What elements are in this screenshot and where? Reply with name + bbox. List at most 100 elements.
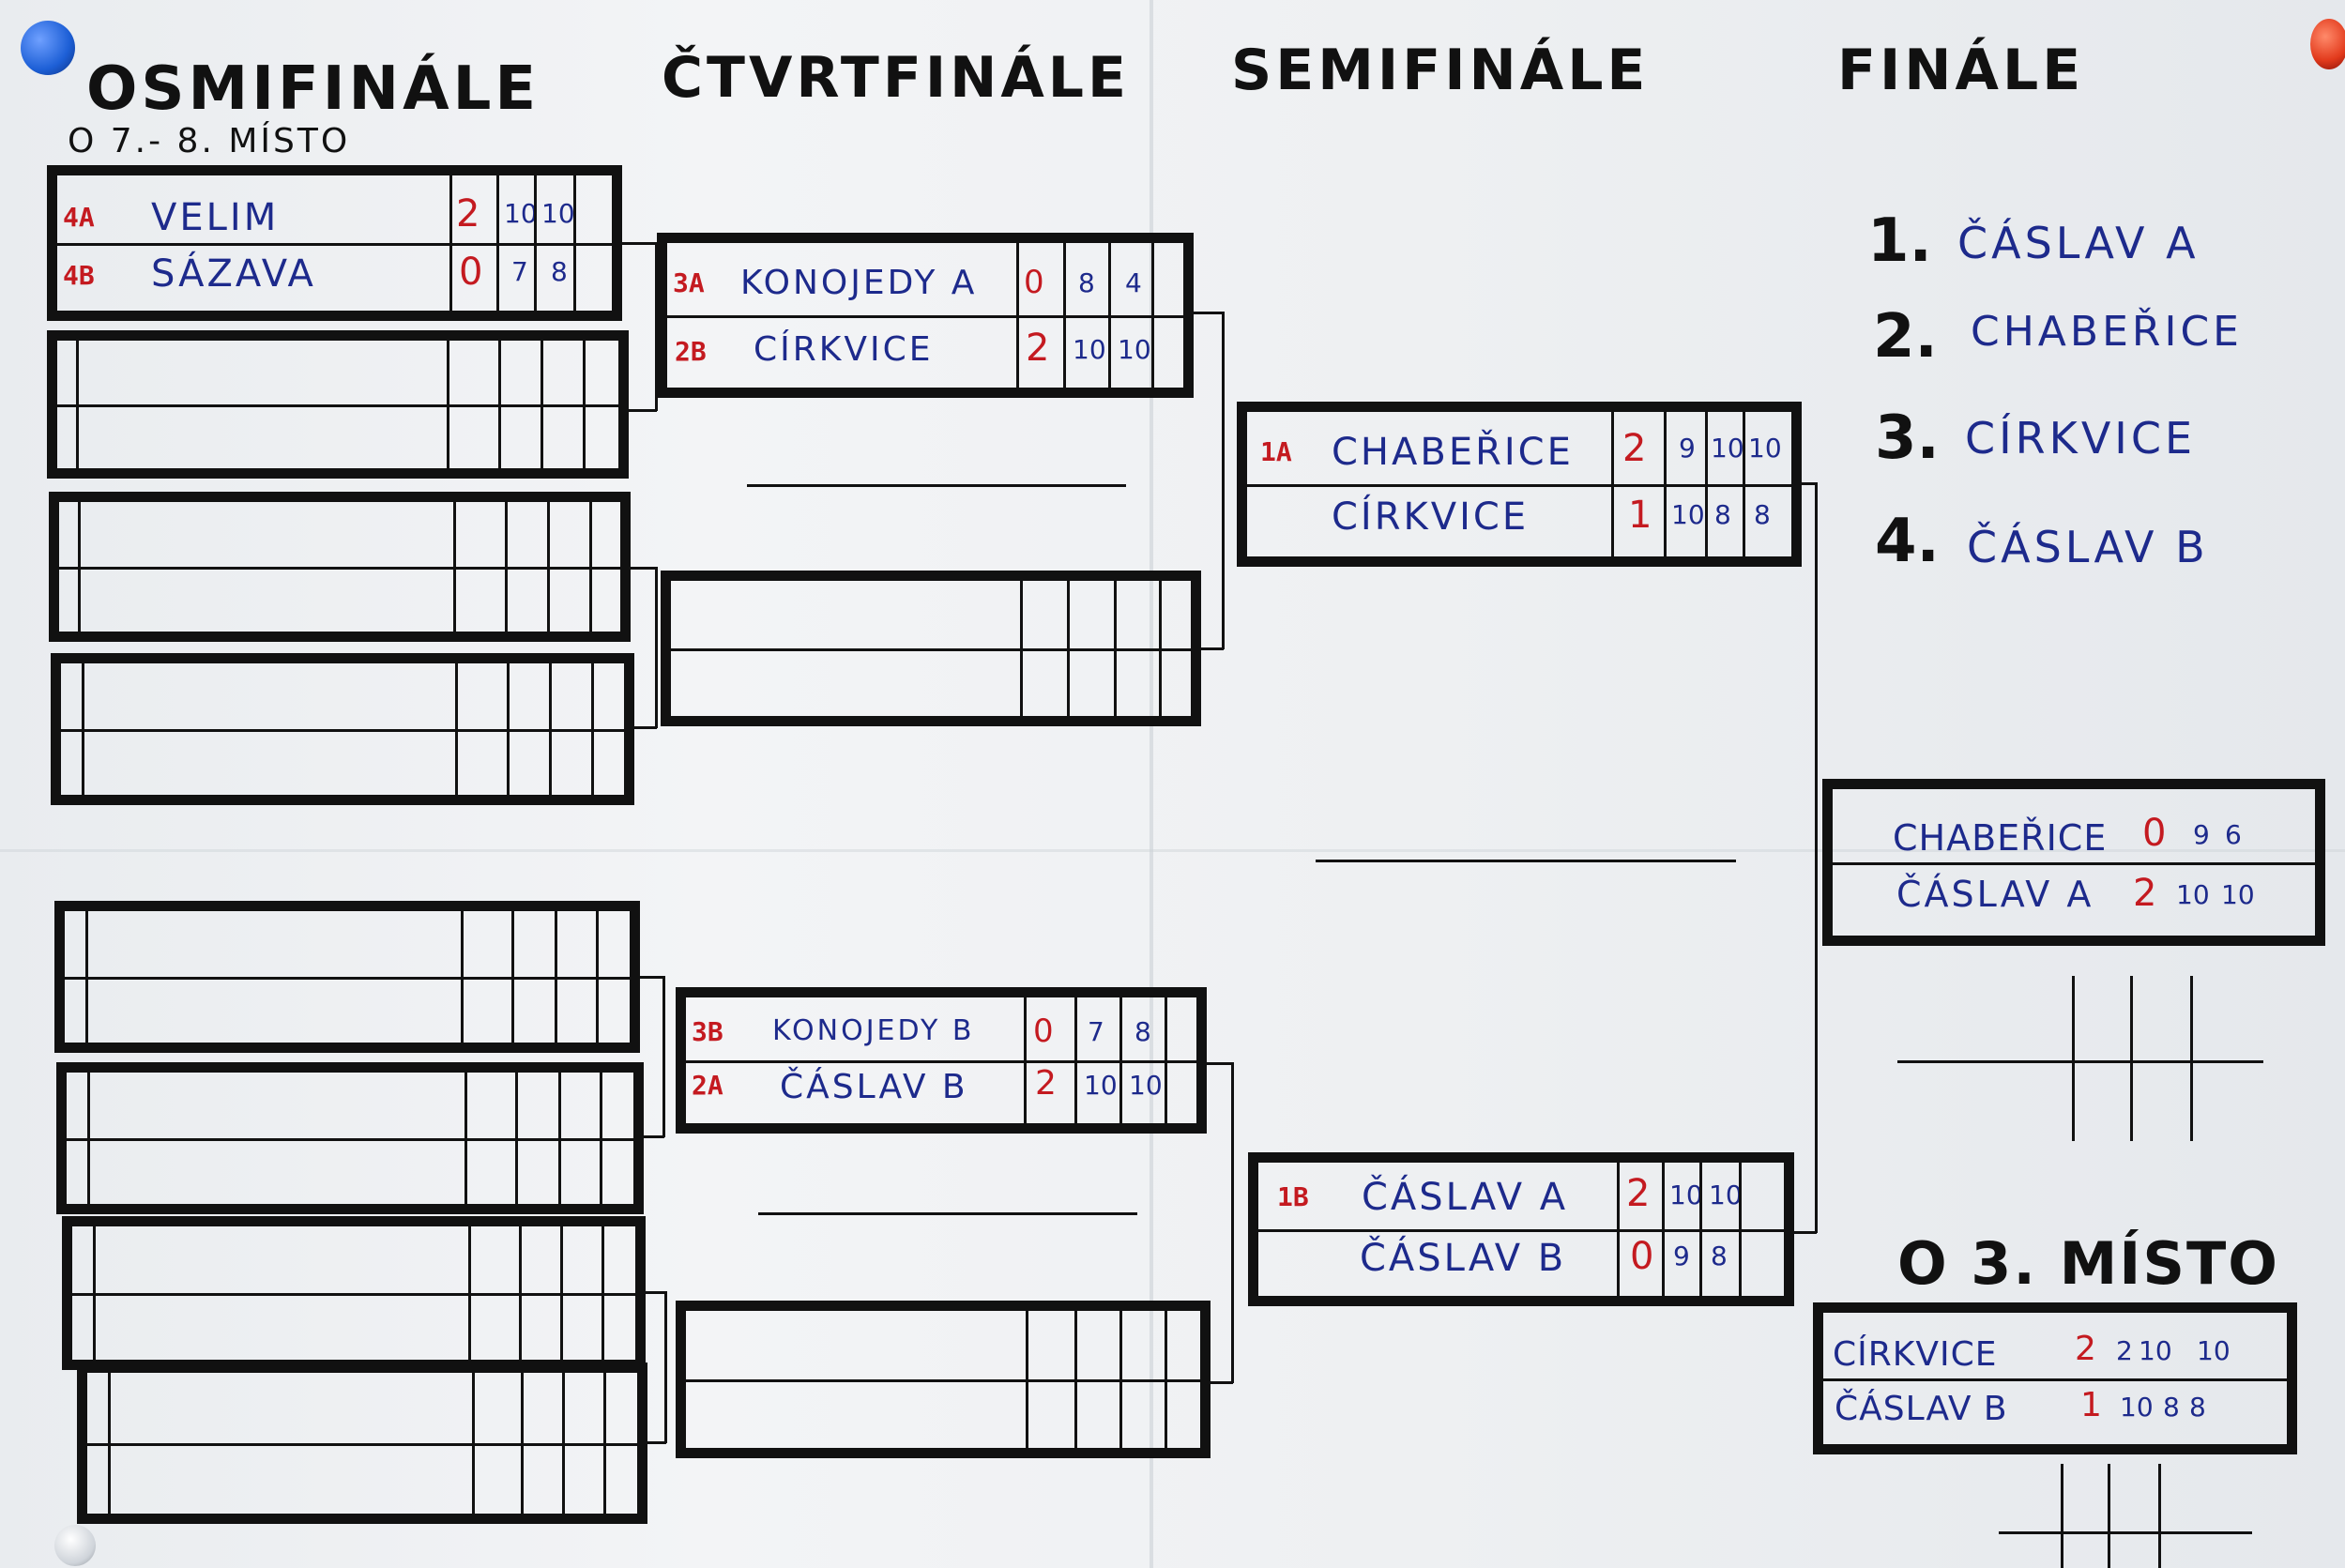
grid-line bbox=[2158, 1464, 2161, 1568]
score-column bbox=[1664, 412, 1667, 556]
match-row-top: 3B KONOJEDY B 0 7 8 bbox=[686, 997, 1196, 1063]
grid-line bbox=[2130, 976, 2133, 1141]
set-score: 10 bbox=[541, 198, 575, 229]
set-score: 2 bbox=[2116, 1335, 2133, 1366]
sets-won: 2 bbox=[456, 192, 480, 236]
match-row-top: 3A KONOJEDY A 0 8 4 bbox=[667, 243, 1183, 318]
grid-line bbox=[1999, 1531, 2252, 1534]
sf-match-2: 1B ČÁSLAV A 2 10 10 ČÁSLAV B 0 9 8 bbox=[1248, 1152, 1794, 1306]
set-score: 9 bbox=[2193, 819, 2210, 850]
score-column bbox=[589, 502, 592, 632]
score-column bbox=[449, 175, 452, 311]
set-score: 10 bbox=[1073, 334, 1106, 365]
score-column bbox=[562, 1373, 565, 1514]
score-column bbox=[558, 1073, 561, 1204]
set-score: 8 bbox=[2163, 1392, 2180, 1423]
score-column bbox=[1024, 997, 1027, 1123]
bracket-connector bbox=[664, 1291, 667, 1443]
score-column bbox=[560, 1226, 563, 1360]
bracket-connector bbox=[644, 1135, 664, 1138]
score-column bbox=[468, 1226, 471, 1360]
sets-won: 1 bbox=[2080, 1386, 2102, 1424]
r16-match-empty bbox=[62, 1216, 646, 1370]
seed-label: 3B bbox=[692, 1016, 723, 1047]
set-score: 8 bbox=[551, 256, 568, 287]
blank-winner-line bbox=[747, 484, 1126, 487]
match-row-bottom: 2B CÍRKVICE 2 10 10 bbox=[667, 315, 1183, 388]
team-name: ČÁSLAV B bbox=[1360, 1237, 1567, 1280]
set-score: 10 bbox=[1748, 433, 1782, 464]
heading-final: FINÁLE bbox=[1837, 38, 2085, 103]
sets-won: 2 bbox=[1622, 427, 1647, 470]
set-score: 10 bbox=[1669, 1180, 1703, 1210]
bracket-connector bbox=[647, 1441, 666, 1444]
blank-winner-line bbox=[758, 1212, 1137, 1215]
r16-match-1: 4A VELIM 2 10 10 4B SÁZAVA 0 7 8 bbox=[47, 165, 622, 321]
seed-label: 1B bbox=[1277, 1181, 1309, 1212]
set-score: 7 bbox=[1088, 1016, 1104, 1047]
final-match: CHABEŘICE 0 9 6 ČÁSLAV A 2 10 10 bbox=[1822, 779, 2325, 946]
score-column bbox=[1611, 412, 1614, 556]
bracket-connector bbox=[1194, 312, 1224, 314]
team-name: CHABEŘICE bbox=[1332, 431, 1574, 474]
score-column bbox=[1026, 1311, 1028, 1448]
score-column bbox=[555, 911, 557, 1043]
sets-won: 2 bbox=[1626, 1172, 1651, 1215]
set-score: 10 bbox=[1671, 499, 1705, 530]
set-score: 10 bbox=[1084, 1070, 1118, 1101]
pushpin-white-icon bbox=[54, 1525, 96, 1566]
bracket-connector bbox=[1794, 1231, 1817, 1234]
score-column bbox=[1020, 581, 1023, 716]
score-column bbox=[78, 502, 81, 632]
match-row-bottom: ČÁSLAV B 0 9 8 bbox=[1258, 1229, 1784, 1296]
match-row-top bbox=[87, 1373, 637, 1446]
score-column bbox=[496, 175, 499, 311]
sets-won: 2 bbox=[1035, 1064, 1057, 1103]
set-score: 10 bbox=[2221, 879, 2255, 910]
set-score: 10 bbox=[2197, 1335, 2231, 1366]
score-column bbox=[1705, 412, 1708, 556]
set-score: 8 bbox=[1714, 499, 1731, 530]
r16-match-empty bbox=[77, 1362, 647, 1524]
bracket-connector bbox=[1222, 312, 1225, 649]
score-column bbox=[87, 1073, 90, 1204]
score-column bbox=[85, 911, 88, 1043]
score-column bbox=[519, 1226, 522, 1360]
set-score: 9 bbox=[1679, 433, 1696, 464]
sf-match-1: 1A CHABEŘICE 2 9 10 10 CÍRKVICE 1 10 8 8 bbox=[1237, 402, 1802, 567]
team-name: VELIM bbox=[151, 196, 280, 239]
bracket-connector bbox=[1207, 1062, 1233, 1065]
set-score: 4 bbox=[1125, 267, 1142, 298]
score-column bbox=[1074, 1311, 1077, 1448]
r16-match-empty bbox=[49, 492, 631, 642]
r16-match-empty bbox=[56, 1062, 644, 1214]
score-column bbox=[1074, 997, 1077, 1123]
match-row-bottom: 2A ČÁSLAV B 2 10 10 bbox=[686, 1060, 1196, 1123]
match-row-bottom: ČÁSLAV A 2 10 10 bbox=[1833, 862, 2315, 936]
sets-won: 2 bbox=[2133, 872, 2157, 915]
match-row-top: CÍRKVICE 2 2 10 10 bbox=[1823, 1313, 2287, 1381]
score-column bbox=[498, 341, 501, 468]
standing-place: 1. bbox=[1867, 206, 1932, 276]
grid-line bbox=[1897, 1060, 2263, 1063]
sets-won: 0 bbox=[1033, 1012, 1054, 1050]
score-column bbox=[455, 663, 458, 795]
heading-round-of-16: OSMIFINÁLE bbox=[86, 54, 541, 124]
bracket-connector bbox=[1231, 1062, 1234, 1383]
match-row-top bbox=[65, 911, 630, 980]
score-column bbox=[541, 341, 543, 468]
bracket-connector bbox=[655, 242, 658, 411]
score-column bbox=[583, 341, 586, 468]
qf-match-3: 3B KONOJEDY B 0 7 8 2A ČÁSLAV B 2 10 10 bbox=[676, 987, 1207, 1134]
bracket-connector bbox=[1201, 647, 1224, 650]
score-column bbox=[1016, 243, 1019, 388]
score-column bbox=[511, 911, 514, 1043]
score-column bbox=[600, 1073, 602, 1204]
match-row-top bbox=[61, 663, 624, 732]
team-name: CÍRKVICE bbox=[754, 330, 934, 369]
standing-team: ČÁSLAV B bbox=[1967, 522, 2209, 572]
set-score: 10 bbox=[1709, 1180, 1743, 1210]
score-column bbox=[1119, 1311, 1122, 1448]
bracket-connector bbox=[1211, 1381, 1233, 1384]
